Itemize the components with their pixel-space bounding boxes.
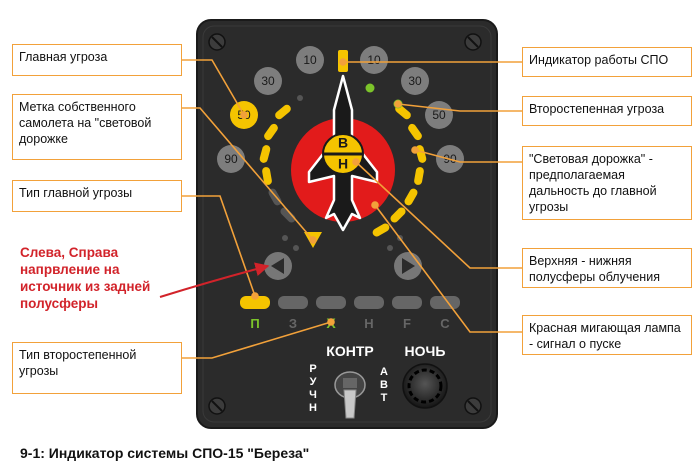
callout-main-threat: Главная угроза xyxy=(12,44,182,76)
red-note-arrow xyxy=(159,262,270,298)
knob-label: НОЧЬ xyxy=(405,343,446,359)
svg-text:В: В xyxy=(380,379,388,391)
right-arrow-lamp-icon xyxy=(394,252,422,280)
left-arrow-lamp-icon xyxy=(264,252,292,280)
dial-10-left: 10 xyxy=(303,53,317,67)
svg-text:Ч: Ч xyxy=(309,389,317,401)
svg-text:Р: Р xyxy=(309,363,316,375)
callout-main-threat-type: Тип главной угрозы xyxy=(12,180,182,212)
threat-type-bars xyxy=(240,296,460,309)
type-letter-z: З xyxy=(289,316,297,331)
switch-label-top: КОНТР xyxy=(326,343,373,359)
type-letter-f: F xyxy=(403,316,411,331)
type-letter-s: С xyxy=(440,316,450,331)
figure-caption: 9-1: Индикатор системы СПО-15 "Береза" xyxy=(20,445,310,461)
light-track-right xyxy=(372,104,427,237)
night-knob-icon[interactable] xyxy=(402,363,448,409)
dial-30-right: 30 xyxy=(408,74,422,88)
hemisphere-upper: В xyxy=(338,135,348,151)
type-letter-n: Н xyxy=(364,316,373,331)
callout-light-track: "Световая дорожка" - предполагаемая даль… xyxy=(522,146,692,220)
svg-text:У: У xyxy=(310,376,317,388)
dial-30-left: 30 xyxy=(261,74,275,88)
callout-own-aircraft-mark: Метка собственного самолета на "световой… xyxy=(12,94,182,160)
svg-text:А: А xyxy=(380,366,388,378)
callout-spo-indicator: Индикатор работы СПО xyxy=(522,47,692,77)
dial-50-right: 50 xyxy=(432,108,446,122)
light-track-left xyxy=(259,104,296,223)
red-note-rear-direction: Слева, Справа напрвление на источник из … xyxy=(20,245,151,311)
hemisphere-lower: Н xyxy=(338,156,348,172)
dial-90-left: 90 xyxy=(224,152,238,166)
callout-hemispheres: Верхняя - нижняя полусферы облучения xyxy=(522,248,692,288)
green-lamp-left xyxy=(365,83,375,93)
svg-text:Т: Т xyxy=(381,392,388,404)
callout-secondary-threat-type: Тип второстепенной угрозы xyxy=(12,342,182,394)
dial-10-right: 10 xyxy=(367,53,381,67)
toggle-switch-icon[interactable] xyxy=(334,371,366,419)
switch-label-right: АВТ xyxy=(380,366,388,404)
callout-red-lamp: Красная мигающая лампа - сигнал о пуске xyxy=(522,315,692,355)
callout-secondary-threat: Второстепенная угроза xyxy=(522,96,692,126)
panel-screw-icon xyxy=(208,33,482,415)
svg-text:Н: Н xyxy=(309,402,317,414)
type-letter-p: П xyxy=(250,316,259,331)
connector-lines xyxy=(182,58,522,359)
